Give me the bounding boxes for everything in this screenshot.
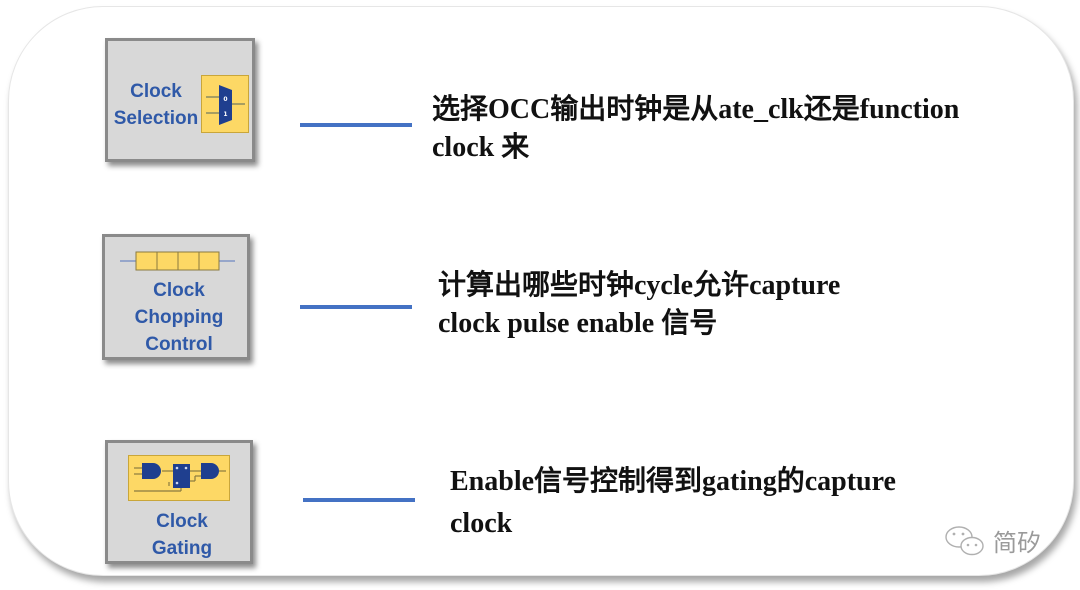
clock-gating-description: Enable信号控制得到gating的capture clock [450,466,896,539]
clock-chopping-control-description: 计算出哪些时钟cycle允许capture clock pulse enable… [438,270,841,339]
connector-line-2 [300,305,412,309]
clock-gating-label: Clock Gating [151,511,213,559]
connector-line-3 [303,498,415,502]
svg-text:0: 0 [223,96,227,103]
clock-chopping-control-label: Clock Chopping Control [134,280,224,355]
gating-circuit-icon [128,455,230,501]
watermark-text: 简矽 [993,529,1041,557]
shift-register-icon [120,250,235,272]
clock-gating-card: Clock Gating [105,440,253,564]
connector-line-1 [300,123,412,127]
wechat-icon [945,525,984,555]
clock-chopping-control-card: Clock Chopping Control [102,234,250,360]
clock-selection-description: 选择OCC输出时钟是从ate_clk还是function clock 来 [432,94,960,163]
svg-text:1: 1 [223,111,227,118]
mux-icon: 0 1 [201,75,249,133]
watermark: 简矽 [943,523,1041,558]
clock-selection-label: Clock Selection [113,81,199,129]
clock-selection-card: Clock Selection 0 1 [105,38,255,162]
